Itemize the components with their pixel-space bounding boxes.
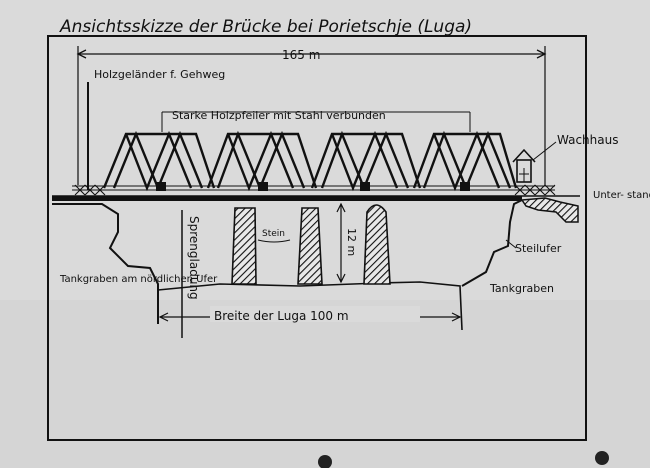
lower-lattice: [72, 184, 556, 196]
piers-label: Starke Holzpfeiler mit Stahl verbunden: [172, 109, 386, 122]
bridge-deck: [52, 196, 522, 201]
pin-hole-left: [318, 455, 332, 468]
railing-label: Holzgeländer f. Gehweg: [94, 68, 225, 81]
height-label: 12 m: [345, 228, 358, 256]
pier-caps: [156, 182, 470, 191]
diagram-title: Ansichtsskizze der Brücke bei Porietschj…: [59, 17, 472, 37]
pier-3: [363, 204, 391, 285]
pier-2: [297, 207, 323, 285]
shelter: [520, 197, 579, 223]
river-width-dimension: Breite der Luga 100 m: [158, 306, 462, 323]
steep-bank-label: Steilufer: [515, 242, 562, 255]
height-dimension: 12 m: [336, 202, 358, 284]
stone-label: Stein: [262, 229, 285, 239]
south-bank: [461, 199, 523, 287]
pin-hole-right: [595, 451, 609, 465]
length-total-label: 165 m: [282, 48, 320, 62]
tank-ditch-south-label: Tankgraben: [489, 282, 554, 295]
river-piers: [231, 204, 391, 285]
demolition-label: Sprengladung: [187, 216, 201, 300]
river-width-label: Breite der Luga 100 m: [214, 309, 349, 323]
north-bank: [52, 203, 159, 324]
guardhouse: [512, 148, 536, 183]
guardhouse-label: Wachhaus: [557, 133, 618, 147]
shelter-label: Unter- stand: [593, 190, 650, 201]
tank-ditch-north-label: Tankgraben am nördlichen Ufer: [59, 274, 218, 285]
length-dimension: 165 m: [76, 46, 547, 185]
pier-1: [231, 207, 257, 285]
